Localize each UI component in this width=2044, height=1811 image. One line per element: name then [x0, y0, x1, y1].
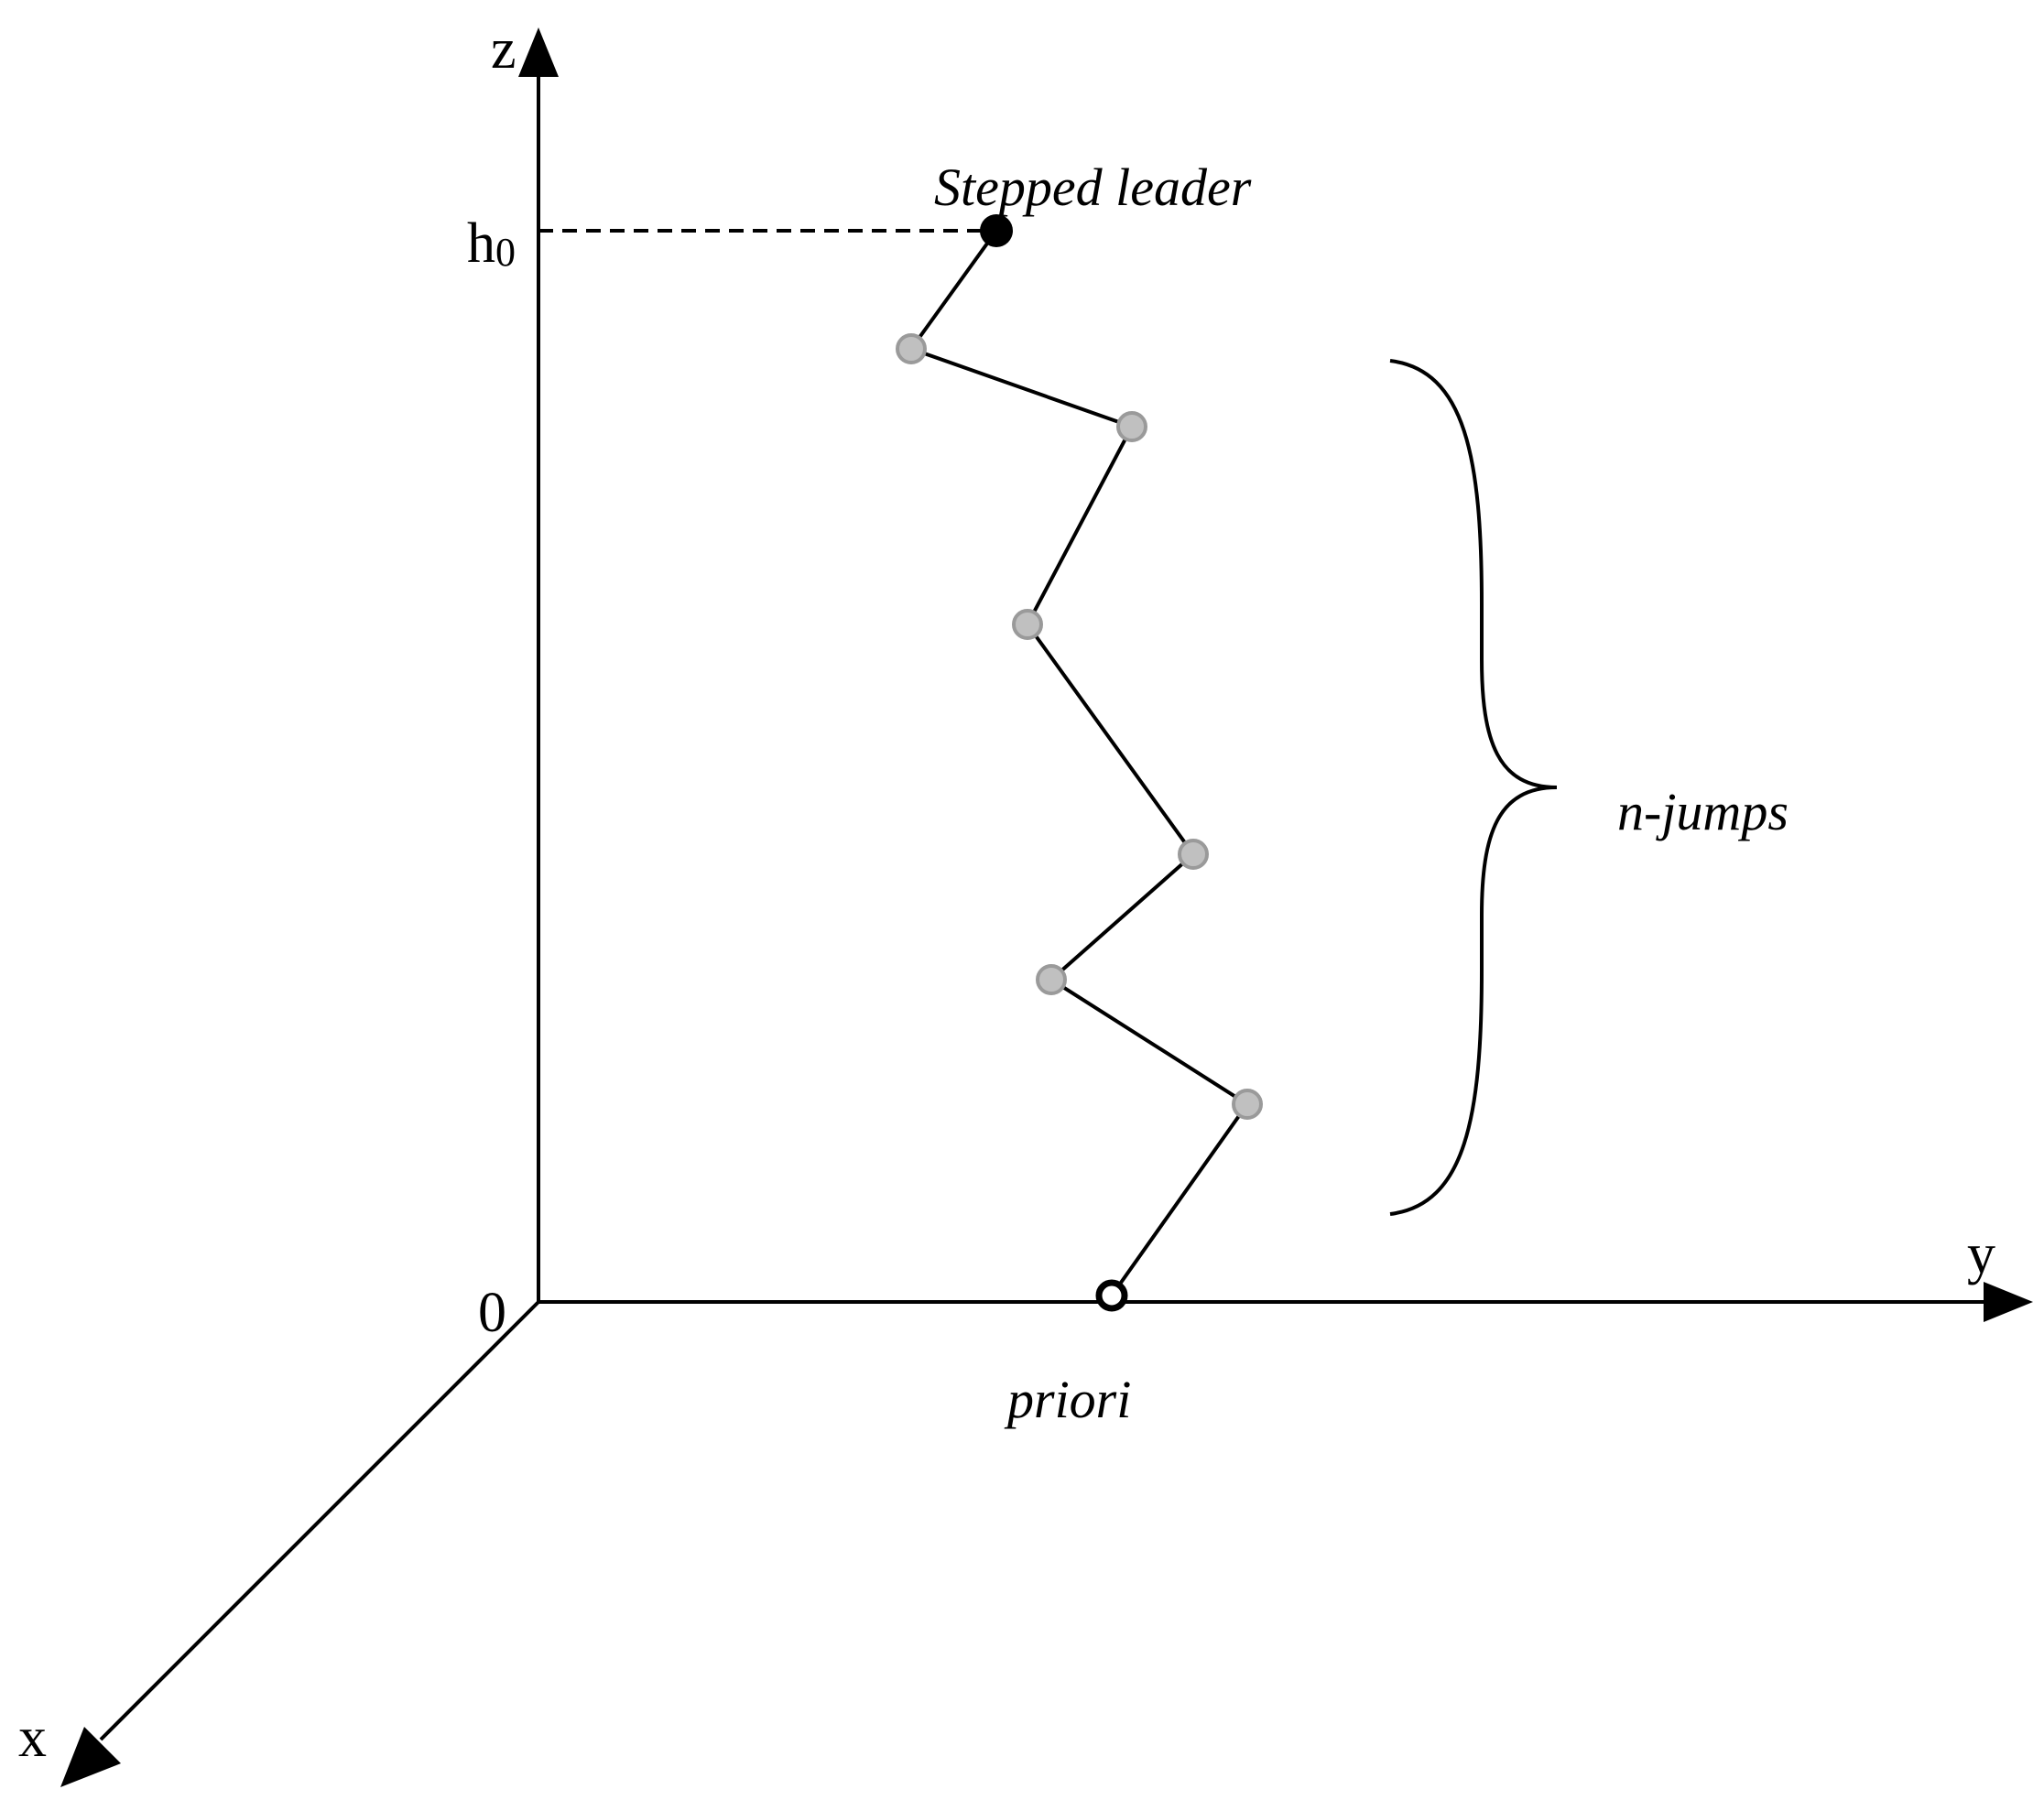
x-axis-label: x [18, 1707, 47, 1769]
axes [60, 27, 2033, 1787]
z-axis-arrow-icon [518, 27, 559, 77]
jump-nodes [896, 333, 1263, 1120]
leader-path [908, 229, 1250, 1297]
x-axis-arrow-icon [60, 1727, 121, 1787]
jump-node-icon [1036, 964, 1067, 995]
origin-label: 0 [478, 1282, 506, 1344]
jump-node-icon [1232, 1089, 1263, 1120]
x-axis-line [99, 1300, 540, 1741]
y-axis-arrow-icon [1984, 1282, 2033, 1322]
n-jumps-label: n-jumps [1617, 782, 1788, 841]
height-label-main: h [467, 212, 495, 275]
jump-node-icon [1116, 411, 1147, 442]
jump-node-icon [1012, 609, 1043, 640]
priori-point-icon [1095, 1279, 1128, 1312]
height-label: h0 [467, 212, 516, 275]
priori-label: priori [1004, 1370, 1131, 1429]
leader-head-icon [980, 214, 1013, 247]
z-axis-label: z [491, 18, 516, 81]
jump-node-icon [1178, 839, 1209, 870]
height-label-sub: 0 [495, 230, 516, 275]
jump-node-icon [896, 333, 927, 364]
y-axis-label: y [1967, 1223, 1995, 1285]
jumps-brace-icon [1389, 359, 1558, 1216]
stepped-leader-label: Stepped leader [934, 157, 1252, 217]
